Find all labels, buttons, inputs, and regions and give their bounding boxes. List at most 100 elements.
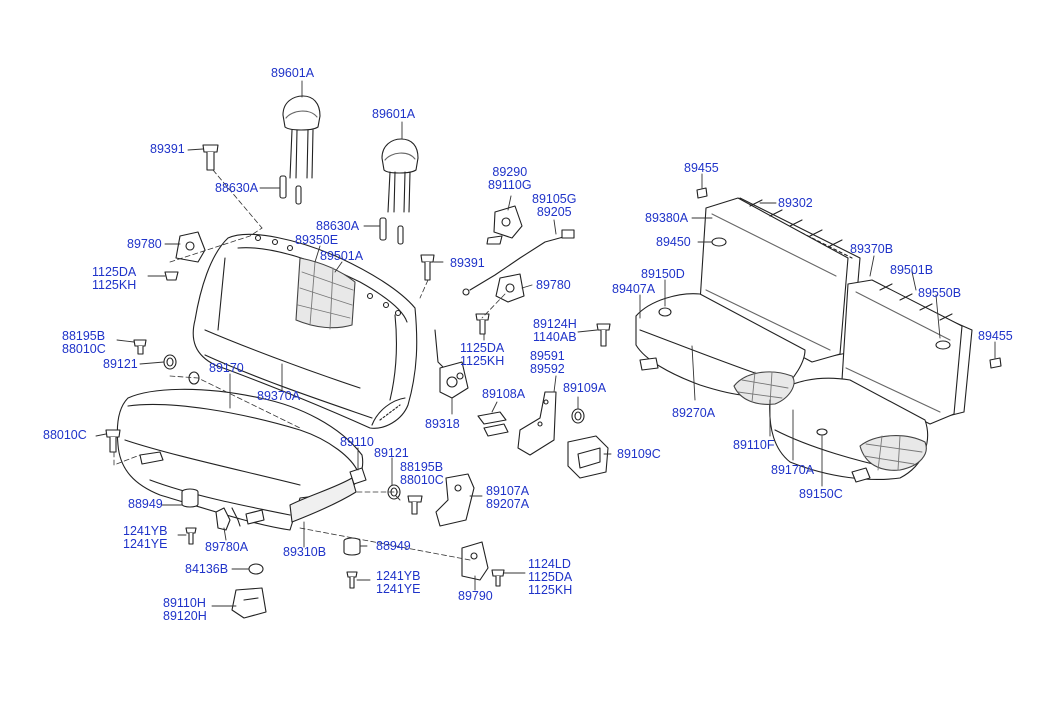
pads-89108A: [477, 411, 509, 437]
screw-1241YB-left: [185, 527, 197, 545]
headrest-right: [381, 138, 419, 213]
label-line: 89780A: [205, 540, 249, 554]
bracket-89110H: [231, 587, 267, 619]
label-89310B: 89310B: [283, 546, 326, 559]
label-line: 1241YE: [123, 537, 168, 551]
label-89501A: 89501A: [320, 250, 363, 263]
label-89601A-left: 89601A: [271, 67, 314, 80]
label-line: 89550B: [918, 286, 962, 300]
label-89550B: 89550B: [918, 287, 961, 300]
label-line: 89592: [530, 362, 565, 376]
left-seat-cushion: [116, 388, 364, 531]
label-line: 89105G: [532, 192, 577, 206]
label-89302: 89302: [778, 197, 813, 210]
mesh-pad: [295, 257, 356, 330]
label-line: 1241YE: [376, 582, 421, 596]
clip-89455-top: [696, 187, 708, 199]
label-88630A-left: 88630A: [215, 182, 258, 195]
label-89780-left: 89780: [127, 238, 162, 251]
label-line: 89455: [978, 329, 1013, 343]
label-84136B: 84136B: [185, 563, 228, 576]
bolt-88195B-mid: [407, 495, 423, 515]
headrest-sockets: [254, 234, 402, 317]
label-line: 89107A: [486, 484, 530, 498]
label-line: 89124H: [533, 317, 577, 331]
label-89318: 89318: [425, 418, 460, 431]
label-line: 89109C: [617, 447, 661, 461]
label-88630A-mid: 88630A: [316, 220, 359, 233]
label-line: 89455: [684, 161, 719, 175]
label-line: 1140AB: [533, 330, 577, 344]
bolt-88010C: [105, 429, 121, 453]
label-line: 88010C: [62, 342, 106, 356]
label-88949-left: 88949: [128, 498, 163, 511]
bumper-88949-mid: [343, 537, 361, 556]
label-89455-top: 89455: [684, 162, 719, 175]
label-89110: 89110: [340, 436, 374, 449]
bolt-1125DA-mid: [475, 313, 490, 335]
clip-89109A: [571, 408, 585, 424]
label-89450: 89450: [656, 236, 691, 249]
label-line: 89110G: [488, 178, 532, 192]
bracket-89790: [461, 541, 489, 581]
label-line: 89380A: [645, 211, 689, 225]
label-line: 89110: [340, 435, 374, 449]
label-line: 89302: [778, 196, 813, 210]
plate-89591: [517, 391, 557, 456]
label-line: 89391: [150, 142, 185, 156]
label-89601A-right: 89601A: [372, 108, 415, 121]
label-line: 89370B: [850, 242, 894, 256]
label-line: 89780: [127, 237, 162, 251]
label-line: 89150D: [641, 267, 685, 281]
hinge-89107A: [435, 473, 475, 527]
label-line: 1125KH: [460, 354, 505, 368]
label-line: 89780: [536, 278, 571, 292]
label-89150C: 89150C: [799, 488, 843, 501]
label-89380A: 89380A: [645, 212, 688, 225]
label-line: 1241YB: [123, 524, 168, 538]
bracket-89780-mid: [495, 273, 525, 303]
bolt-89391-left: [202, 144, 219, 171]
label-line: 89120H: [163, 609, 207, 623]
label-89370A: 89370A: [257, 390, 300, 403]
label-89780A: 89780A: [205, 541, 248, 554]
label-line: 89501B: [890, 263, 934, 277]
bushing-89121-left: [163, 354, 177, 370]
guides: [279, 175, 404, 245]
label-line: 88010C: [400, 473, 444, 487]
label-88949-mid: 88949: [376, 540, 411, 553]
latch-89290: [486, 205, 523, 245]
label-line: 1125DA: [92, 265, 137, 279]
label-line: 88949: [376, 539, 411, 553]
label-89121-mid: 89121: [374, 447, 409, 460]
label-89270A: 89270A: [672, 407, 715, 420]
assembly-lines: [113, 169, 506, 561]
label-line: 89790: [458, 589, 493, 603]
label-line: 89407A: [612, 282, 656, 296]
label-line: 84136B: [185, 562, 229, 576]
leader-lines: [95, 80, 996, 607]
label-89455-right: 89455: [978, 330, 1013, 343]
label-89108A: 89108A: [482, 388, 525, 401]
label-line: 1241YB: [376, 569, 421, 583]
label-line: 89601A: [372, 107, 416, 121]
label-line: 88195B: [400, 460, 444, 474]
bracket-89780A: [215, 507, 265, 531]
mesh-pad-right-1: [733, 371, 795, 405]
label-line: 89121: [103, 357, 138, 371]
clip-89455-right: [989, 357, 1002, 369]
label-line: 88630A: [316, 219, 360, 233]
label-line: 1125KH: [528, 583, 573, 597]
headrest-left: [282, 95, 321, 179]
